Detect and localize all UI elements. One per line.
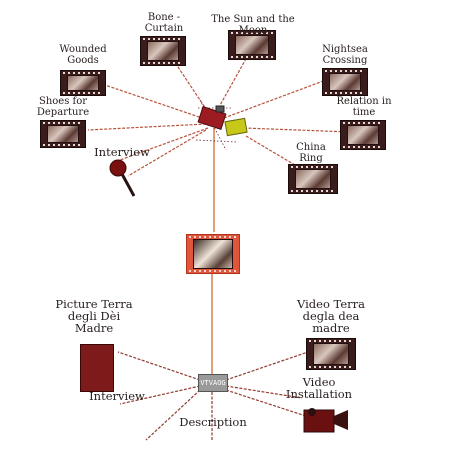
label-video-installation: Video Installation <box>285 375 353 401</box>
painting-icon[interactable] <box>80 344 114 392</box>
film-nightsea[interactable] <box>322 68 368 96</box>
film-perforations <box>325 92 365 94</box>
spoke-video-installation <box>225 385 303 399</box>
film-perforations <box>143 38 183 40</box>
film-bone-curtain[interactable] <box>140 36 186 66</box>
trunk <box>211 128 215 378</box>
spoke-bone-curtain <box>171 57 213 119</box>
spoke-interview-top <box>119 127 209 161</box>
film-perforations <box>343 122 383 124</box>
spoke-china-ring <box>245 135 301 169</box>
film-wounded-goods[interactable] <box>60 70 106 96</box>
folder-cluster-icon[interactable] <box>196 104 258 140</box>
film-sun-moon[interactable] <box>228 30 276 60</box>
film-perforations <box>63 92 103 94</box>
film-frame <box>347 125 379 145</box>
film-frame <box>193 239 233 269</box>
film-perforations <box>291 166 335 168</box>
label-china-ring: China Ring <box>296 142 326 164</box>
label-video-terra: Video Terra degla dea madre <box>297 297 365 335</box>
label-bone-curtain: Bone - Curtain <box>144 12 184 34</box>
film-frame <box>235 35 269 55</box>
film-frame <box>67 75 99 91</box>
film-perforations <box>63 72 103 74</box>
film-relation[interactable] <box>340 120 386 150</box>
label-wounded-goods: Wounded Goods <box>59 44 107 66</box>
film-video-terra[interactable] <box>306 338 356 370</box>
label-description: Description <box>179 415 247 429</box>
film-perforations <box>309 340 353 342</box>
spoke-picture <box>117 351 201 381</box>
label-interview-bottom: Interview <box>89 389 145 403</box>
film-perforations <box>309 366 353 368</box>
film-perforations <box>325 70 365 72</box>
video-camera-icon[interactable] <box>302 404 350 434</box>
film-frame <box>313 343 349 365</box>
spoke-microphone <box>127 129 207 177</box>
film-china-ring[interactable] <box>288 164 338 194</box>
spoke-video-terra <box>225 351 309 381</box>
spoke-relation <box>243 127 351 133</box>
spoke-camera <box>225 389 319 421</box>
label-shoes: Shoes for Departure <box>36 96 90 118</box>
film-perforations <box>291 190 335 192</box>
film-perforations <box>189 236 237 238</box>
label-nightsea: Nightsea Crossing <box>322 44 368 66</box>
label-picture-terra: Picture Terra degli Dèi Madre <box>55 297 133 335</box>
film-perforations <box>231 56 273 58</box>
film-perforations <box>43 122 83 124</box>
microphone-icon[interactable] <box>108 158 138 200</box>
film-perforations <box>143 62 183 64</box>
spoke-interview-bottom <box>119 385 201 405</box>
film-frame <box>147 41 179 61</box>
film-perforations <box>343 146 383 148</box>
bottom-spokes <box>117 351 319 441</box>
spoke-wounded-goods <box>101 83 209 121</box>
film-perforations <box>189 270 237 272</box>
film-perforations <box>43 144 83 146</box>
film-center[interactable] <box>186 234 240 274</box>
label-relation: Relation in time <box>336 96 392 118</box>
label-interview-top: Interview <box>94 145 150 159</box>
film-frame <box>295 169 331 189</box>
spoke-lower-left <box>145 389 201 441</box>
film-shoes[interactable] <box>40 120 86 148</box>
bottom-hub-box[interactable]: VTVAOG <box>198 374 228 392</box>
label-sun-moon: The Sun and the Moon <box>211 14 295 36</box>
film-frame <box>47 125 79 143</box>
spoke-shoes <box>87 123 207 131</box>
film-frame <box>329 73 361 91</box>
film-perforations <box>231 32 273 34</box>
